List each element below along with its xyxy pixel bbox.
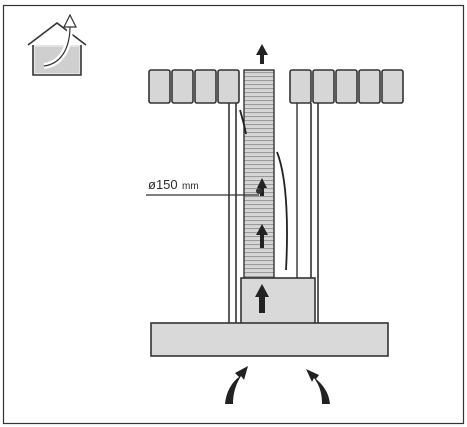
cable-line-right [276, 151, 288, 271]
ceiling-blocks [148, 69, 404, 104]
airflow-arrow-icon [255, 284, 269, 313]
duct-diameter-label: ø150 mm [146, 177, 262, 196]
hood-canopy [150, 322, 389, 357]
diameter-unit: mm [182, 181, 199, 192]
flexible-duct [243, 69, 275, 279]
airflow-arrow-icon [256, 178, 268, 248]
airflow-arrow-icon [225, 366, 330, 404]
hood-motor-housing [240, 277, 316, 325]
dimension-point [256, 188, 262, 194]
diameter-value: ø150 [148, 177, 178, 192]
cable-line-left [239, 109, 247, 135]
house-exhaust-icon [27, 13, 87, 76]
airflow-arrow-icon [256, 44, 268, 64]
